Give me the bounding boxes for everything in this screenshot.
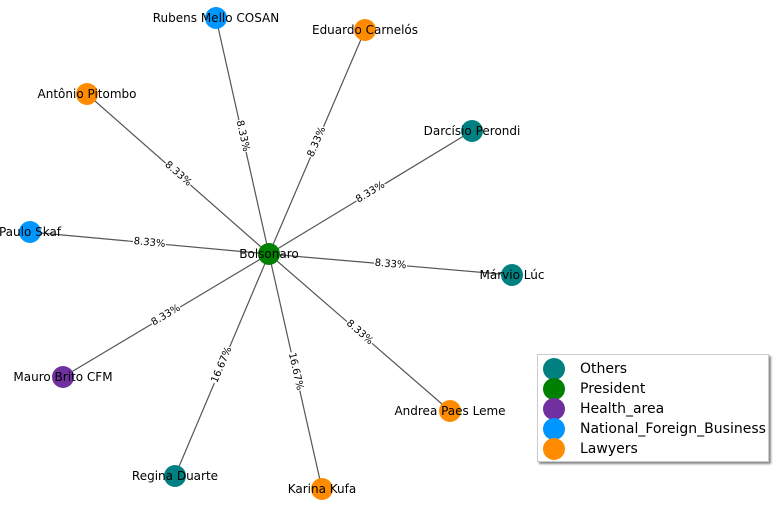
legend-label: Lawyers bbox=[580, 441, 638, 457]
legend-marker bbox=[543, 398, 565, 420]
legend-label: National_Foreign_Business bbox=[580, 421, 766, 437]
legend-marker bbox=[543, 378, 565, 400]
node-label: Bolsonaro bbox=[239, 247, 298, 261]
legend-item-lawyers: Lawyers bbox=[538, 438, 638, 460]
node-label: Karina Kufa bbox=[288, 482, 357, 496]
node-label: Márvio Lúc bbox=[480, 268, 545, 282]
node-regina-duarte bbox=[164, 465, 186, 487]
legend-marker bbox=[543, 358, 565, 380]
svg-text:8.33%: 8.33% bbox=[374, 258, 407, 272]
node-eduardo-carnelos bbox=[354, 19, 376, 41]
legend-item-others: Others bbox=[538, 358, 628, 380]
node-paulo-skaf bbox=[19, 221, 41, 243]
edge-weight-label: 8.33% bbox=[304, 124, 330, 160]
node-darcisio-perondi bbox=[461, 120, 483, 142]
svg-text:16.67%: 16.67% bbox=[209, 345, 234, 384]
edge-weight-label: 8.33% bbox=[343, 317, 376, 348]
svg-text:8.33%: 8.33% bbox=[344, 318, 375, 347]
edge-weight-label: 8.33% bbox=[161, 158, 195, 190]
node-label: Darcísio Perondi bbox=[424, 124, 521, 138]
node-mauro-brito-cfm bbox=[52, 366, 74, 388]
svg-text:8.33%: 8.33% bbox=[162, 159, 193, 188]
legend-label: Health_area bbox=[580, 401, 665, 417]
node-label: Antônio Pitombo bbox=[38, 87, 137, 101]
svg-text:16.67%: 16.67% bbox=[286, 352, 305, 392]
edge-weight-label: 8.33% bbox=[132, 235, 167, 251]
legend: Others President Health_area National_Fo… bbox=[537, 354, 769, 462]
node-karina-kufa bbox=[311, 478, 333, 500]
svg-text:8.33%: 8.33% bbox=[306, 125, 329, 159]
node-antonio-pitombo bbox=[76, 83, 98, 105]
edge-weight-label: 16.67% bbox=[285, 351, 306, 392]
node-label: Eduardo Carnelós bbox=[312, 23, 418, 37]
legend-marker bbox=[543, 438, 565, 460]
legend-label: President bbox=[580, 381, 646, 397]
legend-label: Others bbox=[580, 361, 628, 377]
node-label: Mauro Brito CFM bbox=[13, 370, 112, 384]
node-rubens-mello-cosan bbox=[205, 7, 227, 29]
svg-text:8.33%: 8.33% bbox=[133, 236, 166, 250]
node-label: Rubens Mello COSAN bbox=[153, 11, 280, 25]
node-label: Regina Duarte bbox=[132, 469, 218, 483]
svg-text:8.33%: 8.33% bbox=[234, 119, 252, 152]
node-label: Andrea Paes Leme bbox=[394, 404, 505, 418]
edge-weight-label: 8.33% bbox=[373, 257, 408, 272]
legend-marker bbox=[543, 418, 565, 440]
edge-weight-label: 8.33% bbox=[353, 178, 388, 207]
legend-item-national-foreign-business: National_Foreign_Business bbox=[538, 418, 766, 440]
edge-weight-label: 8.33% bbox=[148, 301, 184, 330]
legend-item-health-area: Health_area bbox=[538, 398, 665, 420]
legend-item-president: President bbox=[538, 378, 646, 400]
node-andrea-paes-leme bbox=[439, 400, 461, 422]
edge-weight-label: 16.67% bbox=[208, 344, 236, 386]
node-label: Paulo Skaf bbox=[0, 225, 62, 239]
edge-weight-label: 8.33% bbox=[233, 118, 252, 154]
node-marvio-luc bbox=[501, 264, 523, 286]
node-bolsonaro bbox=[258, 243, 280, 265]
